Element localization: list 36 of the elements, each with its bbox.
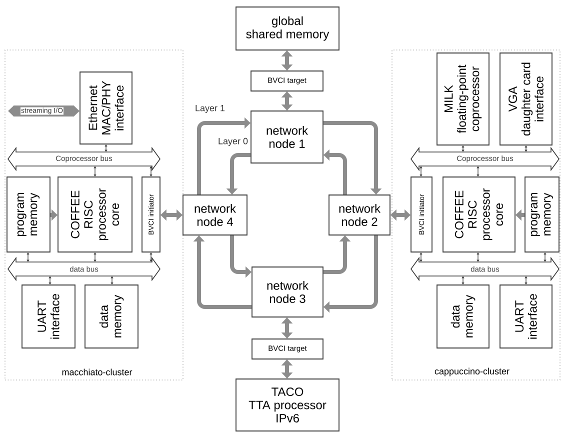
memory-box: program memory	[524, 176, 560, 252]
processor-box: TACO TTA processor IPv6	[236, 378, 340, 432]
connector-arrow	[476, 252, 480, 262]
memory-box: data memory	[436, 284, 490, 348]
connector-arrow	[94, 166, 96, 176]
processor-box: COFFEE RISC processor core	[442, 176, 516, 252]
interface-box: UART interface	[500, 284, 552, 348]
network-node-box: network node 4	[182, 194, 248, 236]
interface-box: VGA daughter card interface	[500, 52, 552, 146]
connector-arrow	[26, 252, 30, 262]
connector-arrow	[420, 252, 422, 262]
connector-arrow	[94, 252, 96, 262]
connector-arrow	[462, 146, 464, 152]
coprocessor-box: MILK floating-point coprocessor	[436, 52, 490, 146]
processor-box: COFFEE RISC processor core	[58, 176, 132, 252]
network-node-box: network node 3	[252, 266, 324, 318]
connector-arrow	[420, 166, 422, 176]
memory-box: program memory	[6, 176, 50, 252]
memory-box: data memory	[84, 284, 138, 348]
interface-box: Ethernet MAC/PHY interface	[80, 72, 132, 144]
connector-arrow	[476, 166, 480, 176]
network-node-box: network node 2	[328, 194, 390, 236]
connector-arrow	[150, 252, 152, 262]
edge-label: Layer 1	[194, 104, 226, 114]
connector-arrow	[544, 252, 546, 262]
memory-box: global shared memory	[236, 6, 340, 50]
connector-arrow	[150, 166, 152, 176]
connector-arrow	[462, 276, 464, 284]
connector-arrow	[110, 276, 114, 284]
network-node-box: network node 1	[250, 110, 324, 164]
connector-arrow	[104, 144, 108, 152]
connector-arrow	[524, 146, 528, 152]
interface-box: UART interface	[22, 284, 76, 348]
connector-arrow	[524, 276, 528, 284]
connector-arrow	[48, 276, 52, 284]
edge-label: Layer 0	[218, 137, 249, 147]
